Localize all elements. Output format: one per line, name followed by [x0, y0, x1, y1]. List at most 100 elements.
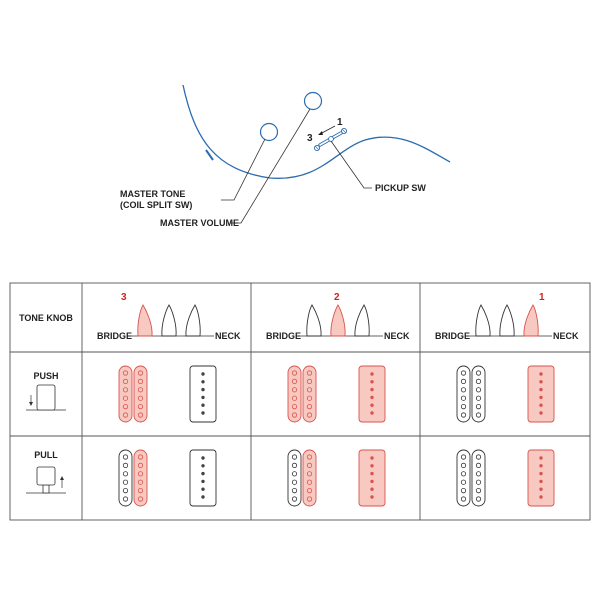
- pole-piece: [306, 378, 313, 384]
- pole-piece: [539, 487, 543, 491]
- selected-switch-lever: [330, 304, 346, 337]
- pole-piece: [122, 412, 129, 418]
- pole-piece: [539, 380, 543, 384]
- pole-piece: [539, 464, 543, 468]
- humbucker-coil-inactive: [287, 449, 302, 507]
- switch-position-number: 2: [334, 292, 340, 303]
- pole-piece: [306, 487, 313, 494]
- pole-piece: [122, 487, 129, 494]
- pole-piece: [306, 496, 313, 502]
- guitar-body-outline: [182, 84, 451, 179]
- pole-piece: [137, 479, 144, 485]
- pole-piece: [306, 395, 313, 401]
- pole-piece: [306, 462, 313, 468]
- pickup-cell-pull-pos2: [287, 449, 386, 507]
- selected-switch-lever: [137, 304, 153, 337]
- pole-piece: [201, 372, 205, 376]
- single-coil-active: [527, 365, 555, 423]
- pole-piece: [122, 479, 129, 485]
- pole-piece: [201, 487, 205, 491]
- neck-label: NECK: [553, 331, 579, 341]
- pole-piece: [460, 395, 467, 401]
- pole-piece: [460, 412, 467, 418]
- guitar-body-edge-detail: [205, 149, 214, 161]
- pole-piece: [291, 454, 298, 460]
- pole-piece: [306, 454, 313, 460]
- pole-piece: [201, 380, 205, 384]
- pole-piece: [291, 403, 298, 410]
- pickup-cell-pull-pos3: [118, 449, 217, 507]
- humbucker-coil-inactive: [471, 365, 486, 423]
- master-volume-knob[interactable]: [303, 91, 323, 111]
- pickup-selector-switch[interactable]: [313, 127, 348, 152]
- pole-piece: [475, 479, 482, 485]
- push-row-label: PUSH: [33, 371, 58, 381]
- pole-piece: [122, 370, 129, 376]
- pole-piece: [291, 487, 298, 494]
- pole-piece: [137, 395, 144, 401]
- humbucker-coil-inactive: [456, 449, 471, 507]
- switch-lever: [185, 304, 201, 337]
- pole-piece: [291, 471, 298, 477]
- humbucker-coil-active: [302, 449, 317, 507]
- pole-piece: [137, 462, 144, 468]
- pole-piece: [306, 403, 313, 410]
- pole-piece: [122, 378, 129, 384]
- pole-piece: [475, 403, 482, 410]
- pole-piece: [460, 370, 467, 376]
- pole-piece: [201, 479, 205, 484]
- pole-piece: [122, 471, 129, 477]
- pole-piece: [539, 479, 543, 484]
- pole-piece: [539, 387, 543, 392]
- master-tone-knob[interactable]: [259, 122, 279, 142]
- pole-piece: [460, 387, 467, 393]
- knob-pulled-icon: [26, 466, 66, 494]
- pole-piece: [475, 487, 482, 494]
- pole-piece: [460, 479, 467, 485]
- pole-piece: [201, 471, 205, 476]
- pickup-state-cells: [118, 365, 555, 507]
- pole-piece: [122, 496, 129, 502]
- humbucker-coil-active: [118, 365, 133, 423]
- pole-piece: [291, 479, 298, 485]
- pole-piece: [201, 456, 205, 460]
- pole-piece: [291, 412, 298, 418]
- pole-piece: [291, 370, 298, 376]
- pole-piece: [137, 370, 144, 376]
- pole-piece: [370, 464, 374, 468]
- pickup-cell-push-pos3: [118, 365, 217, 423]
- pole-piece: [137, 454, 144, 460]
- switch-arrow-head: [318, 131, 323, 135]
- humbucker-coil-active: [133, 449, 148, 507]
- tone-knob-header: TONE KNOB: [19, 313, 73, 323]
- pole-piece: [370, 380, 374, 384]
- pickup-sw-leader: [330, 140, 372, 189]
- pole-piece: [370, 372, 374, 376]
- pole-piece: [122, 403, 129, 410]
- pole-piece: [201, 411, 205, 415]
- pole-piece: [291, 387, 298, 393]
- pole-piece: [475, 387, 482, 393]
- pole-piece: [137, 471, 144, 477]
- switch-position-number: 3: [121, 292, 127, 303]
- pole-piece: [370, 456, 374, 460]
- pole-piece: [370, 395, 374, 400]
- pull-row-label: PULL: [34, 450, 58, 460]
- pole-piece: [306, 370, 313, 376]
- pole-piece: [539, 403, 543, 407]
- pole-piece: [122, 395, 129, 401]
- pole-piece: [137, 412, 144, 418]
- humbucker-coil-inactive: [118, 449, 133, 507]
- humbucker-coil-inactive: [456, 365, 471, 423]
- pickup-sw-label: PICKUP SW: [375, 183, 426, 193]
- master-tone-leader: [221, 138, 266, 201]
- pole-piece: [475, 471, 482, 477]
- pole-piece: [460, 403, 467, 410]
- pole-piece: [370, 403, 374, 407]
- pole-piece: [539, 395, 543, 400]
- neck-label: NECK: [384, 331, 410, 341]
- pickup-cell-push-pos2: [287, 365, 386, 423]
